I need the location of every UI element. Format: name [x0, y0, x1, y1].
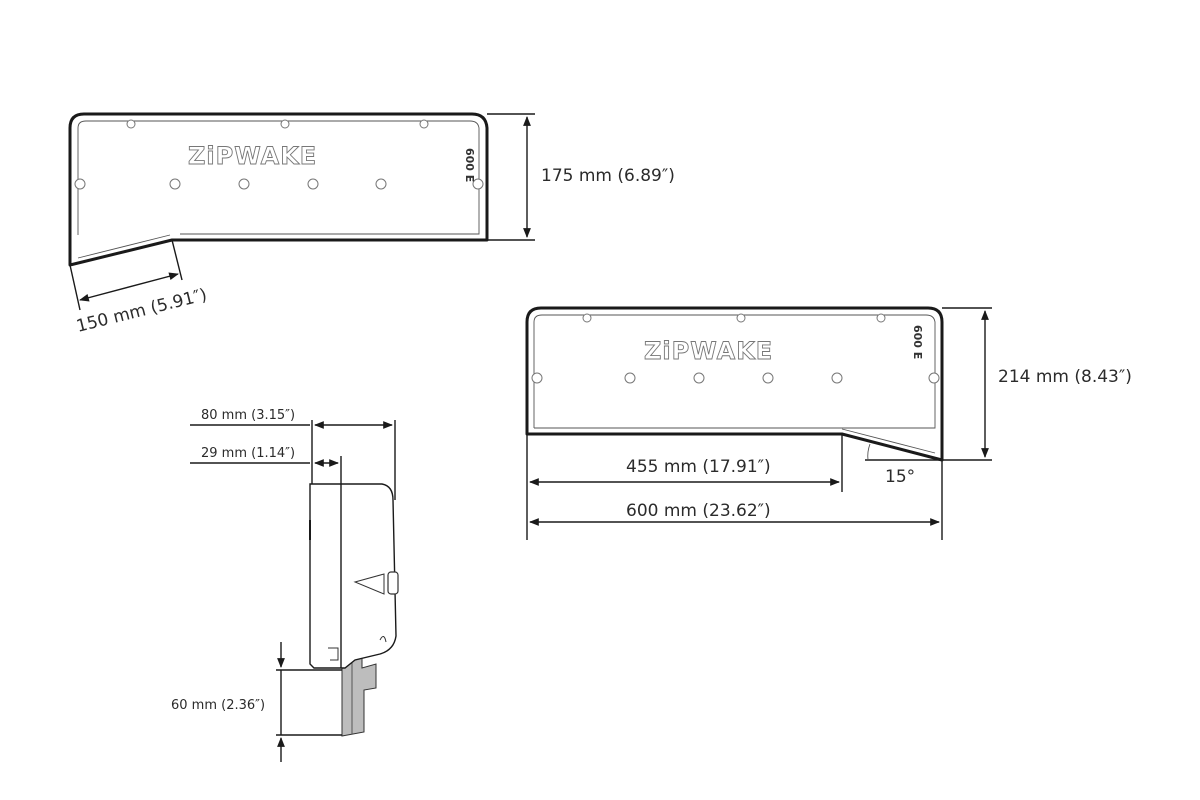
angle-15-label: 15°	[885, 467, 915, 487]
model-label: 600 E	[911, 325, 924, 359]
screw-icons	[74, 119, 484, 190]
interceptor-side-view: 80 mm (3.15″) 29 mm (1.14″) 60 mm (2.36″…	[171, 408, 399, 762]
screw-icons	[531, 313, 940, 384]
width-600-label: 600 mm (23.62″)	[626, 501, 771, 521]
zipwake-logo: ZiPWAKE	[644, 337, 773, 365]
depth-29-label: 29 mm (1.14″)	[201, 446, 295, 461]
bracket-60-label: 60 mm (2.36″)	[171, 698, 265, 713]
model-label: 600 E	[463, 148, 476, 182]
width-455-label: 455 mm (17.91″)	[626, 457, 771, 477]
large-interceptor-front-view: ZiPWAKE 600 E 214 mm (8.43″) 455 mm (17.…	[525, 306, 1132, 540]
cable-150-label: 150 mm (5.91″)	[74, 285, 209, 337]
zipwake-logo: ZiPWAKE	[188, 142, 317, 170]
small-interceptor-front-view: ZiPWAKE 600 E 175 mm (6.89″) 150 mm (5.9…	[68, 112, 675, 337]
height-175-label: 175 mm (6.89″)	[541, 166, 675, 186]
depth-80-label: 80 mm (3.15″)	[201, 408, 295, 423]
height-214-label: 214 mm (8.43″)	[998, 367, 1132, 387]
